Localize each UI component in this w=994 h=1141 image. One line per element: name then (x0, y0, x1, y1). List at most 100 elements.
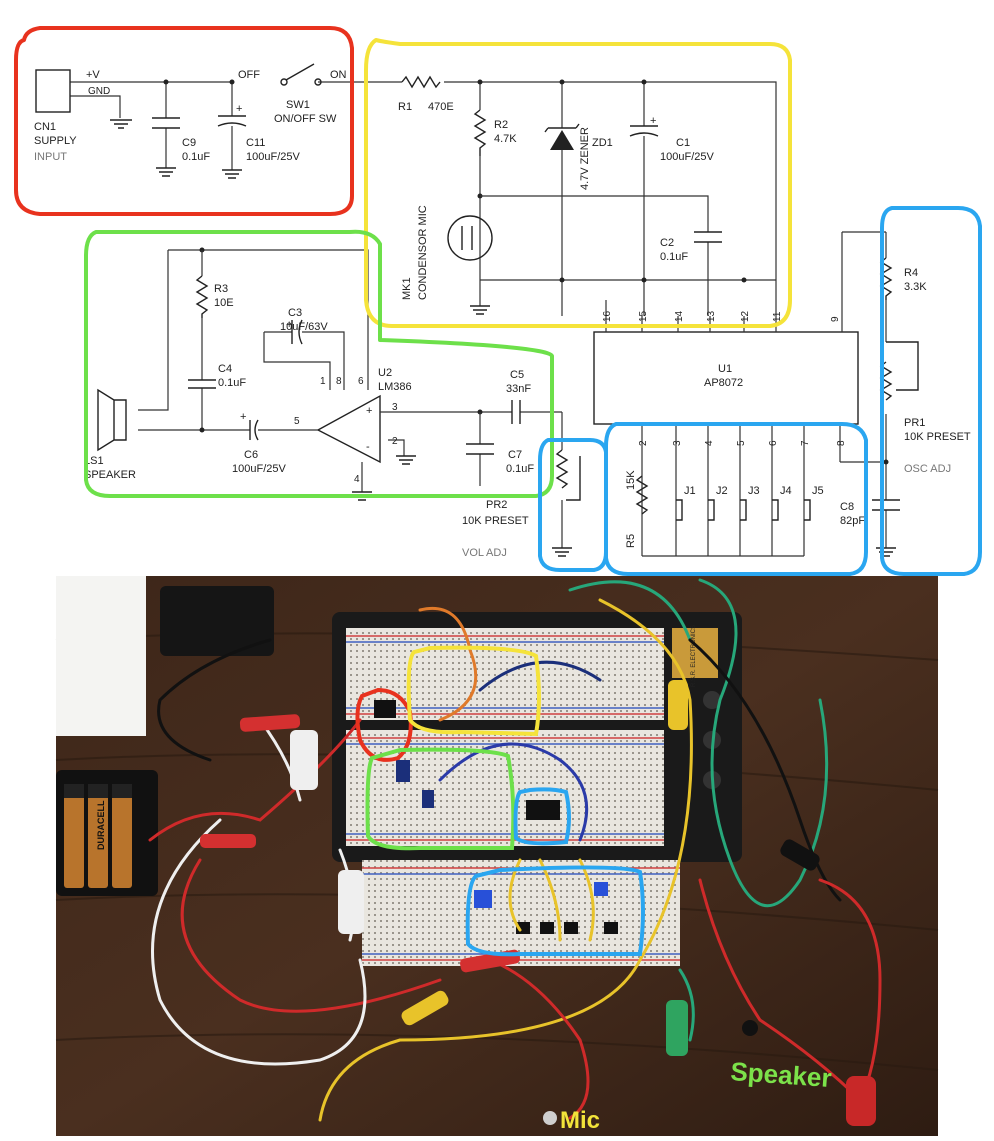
r2-ref: R2 (494, 119, 508, 131)
mk1-microphone (447, 215, 493, 261)
c1-polarity: + (650, 115, 656, 127)
r2-value: 4.7K (494, 133, 517, 145)
c8-ref: C8 (840, 501, 854, 513)
u1-pin-3: 3 (672, 440, 683, 446)
r3-ref: R3 (214, 283, 228, 295)
c3-ref: C3 (288, 307, 302, 319)
c3-value: 10uF/63V (280, 321, 328, 333)
photo-highlights (355, 645, 645, 957)
u2-pin-3: 3 (392, 402, 398, 413)
supply-gnd-label: GND (88, 86, 110, 97)
cn1-connector (35, 69, 71, 113)
ic-chip (526, 800, 560, 820)
u2-ref: U2 (378, 367, 392, 379)
r1-ref: R1 (398, 101, 412, 113)
breadboard-lower (362, 860, 680, 966)
sw1-ref: SW1 (286, 99, 310, 111)
c5-value: 33nF (506, 383, 531, 395)
pr1-value: 10K PRESET (904, 431, 971, 443)
schematic: +V GND CN1 SUPPLY INPUT C9 0.1uF + C11 1… (34, 63, 971, 559)
preset-pot-left (474, 890, 492, 908)
switch-j3: J3 (748, 485, 760, 497)
pr1-ref: PR1 (904, 417, 925, 429)
c2-ref: C2 (660, 237, 674, 249)
pr2-value: 10K PRESET (462, 515, 529, 527)
switch-j5: J5 (812, 485, 824, 497)
annotation-speaker: Speaker (730, 1056, 833, 1093)
battery-box-top (160, 586, 274, 656)
u1-pin-16: 16 (602, 310, 613, 322)
c8-value: 82pF (840, 515, 865, 527)
sw1-on-label: ON (330, 69, 347, 81)
u1-pin-13: 13 (706, 310, 717, 322)
cn1-label-input: INPUT (34, 151, 67, 163)
battery-brand-label: DURACELL (96, 800, 106, 850)
switch-j2: J2 (716, 485, 728, 497)
osc-section-outline (880, 206, 982, 576)
c5-ref: C5 (510, 369, 524, 381)
r5-ref: R5 (625, 534, 637, 548)
c3-polarity: + (286, 319, 292, 331)
c6-polarity: + (240, 411, 246, 423)
paper (56, 576, 146, 736)
u2-pin-5: 5 (294, 416, 300, 427)
r1-value: 470E (428, 101, 454, 113)
alligator-clips (200, 680, 876, 1126)
c7-value: 0.1uF (506, 463, 534, 475)
c9-ref: C9 (182, 137, 196, 149)
aa-batteries (64, 784, 132, 888)
r3-resistor (195, 275, 209, 318)
breadboard-label: R.S.R. ELECTRONICS (691, 625, 697, 687)
c11-polarity: + (236, 103, 242, 115)
supply-pos-label: +V (86, 69, 100, 81)
amp-section-outline (84, 229, 554, 498)
u2-plus: + (366, 405, 372, 417)
c2-value: 0.1uF (660, 251, 688, 263)
u2-value: LM386 (378, 381, 412, 393)
u1-pin-6: 6 (768, 440, 779, 446)
keys-section-outline (604, 422, 868, 576)
r1-resistor (401, 75, 441, 89)
u2-pin-6: 6 (358, 376, 364, 387)
zd1-value: 4.7V ZENER (579, 127, 591, 190)
power-switch (374, 700, 396, 718)
u2-amplifier (316, 394, 381, 464)
u1-pin-14: 14 (674, 310, 685, 322)
c1-value: 100uF/25V (660, 151, 714, 163)
c11-value: 100uF/25V (246, 151, 300, 163)
ls1-speaker (97, 388, 127, 452)
sw1-value: ON/OFF SW (274, 113, 337, 125)
key-switches (676, 499, 811, 521)
jumper-wires (148, 578, 882, 1122)
u2-minus: - (366, 441, 370, 453)
c11-ref: C11 (246, 137, 265, 149)
c1-ref: C1 (676, 137, 690, 149)
r3-value: 10E (214, 297, 234, 309)
r5-resistor (635, 475, 649, 515)
pr2-ref: PR2 (486, 499, 507, 511)
switch-j4: J4 (780, 485, 792, 497)
ls1-ref: LS1 (84, 455, 104, 467)
u1-pin-11: 11 (772, 311, 783, 322)
u2-pin-1: 1 (320, 376, 326, 387)
pr2-section-outline (538, 438, 608, 572)
breadboard-photo: DURACELL R.S.R. ELECTRONICS (55, 576, 939, 1136)
c7-ref: C7 (508, 449, 522, 461)
r2-resistor (473, 109, 487, 156)
speaker-disc (742, 1020, 758, 1036)
u2-pin-8: 8 (336, 376, 342, 387)
sw1-off-label: OFF (238, 69, 260, 81)
u2-pin-4: 4 (354, 474, 360, 485)
ls1-value: SPEAKER (84, 469, 136, 481)
u1-value: AP8072 (704, 377, 743, 389)
pr1-note: OSC ADJ (904, 463, 951, 475)
pr1-preset (879, 341, 919, 401)
preset-pot-right (594, 882, 608, 896)
mk1-ref: MK1 (401, 277, 413, 300)
c9-value: 0.1uF (182, 151, 210, 163)
u1-ref: U1 (718, 363, 732, 375)
u1-pin-15: 15 (638, 310, 649, 322)
c4-ref: C4 (218, 363, 232, 375)
section-highlights (14, 26, 982, 576)
